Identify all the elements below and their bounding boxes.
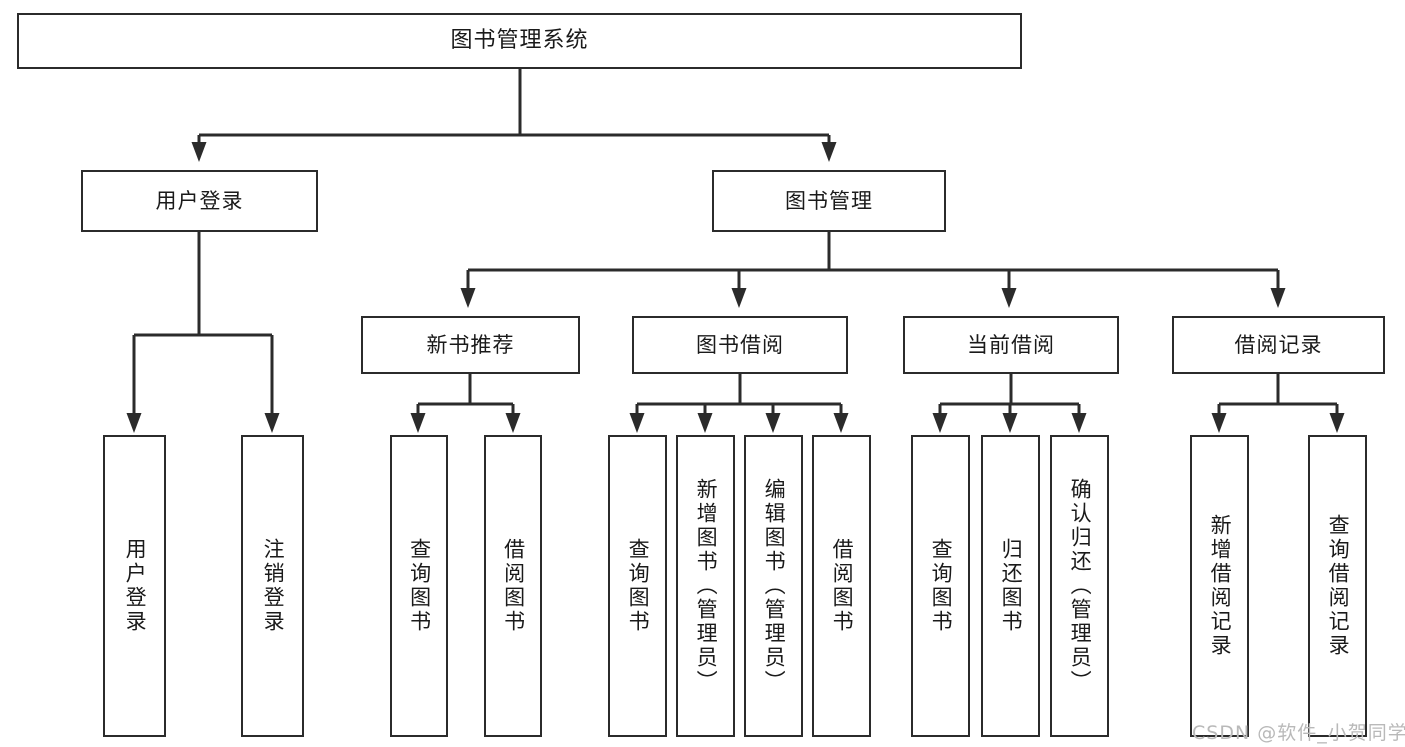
node-leaf-return-book[interactable]: 归还图书 xyxy=(981,435,1040,737)
node-new-book-recommend-label: 新书推荐 xyxy=(426,332,515,357)
node-book-borrow-label: 图书借阅 xyxy=(696,332,784,357)
node-new-book-recommend[interactable]: 新书推荐 xyxy=(361,316,580,374)
node-leaf-query-book-borrow[interactable]: 查询图书 xyxy=(608,435,667,737)
node-leaf-borrow-book[interactable]: 借阅图书 xyxy=(812,435,871,737)
node-leaf-query-book-current[interactable]: 查询图书 xyxy=(911,435,970,737)
node-leaf-query-book-borrow-label: 查询图书 xyxy=(626,538,651,634)
node-root-label: 图书管理系统 xyxy=(450,28,589,54)
node-leaf-user-login[interactable]: 用户登录 xyxy=(103,435,166,737)
node-leaf-add-book-admin[interactable]: 新增图书（管理员） xyxy=(676,435,735,737)
node-leaf-query-book-recommend-label: 查询图书 xyxy=(407,538,432,634)
node-borrow-record-label: 借阅记录 xyxy=(1234,332,1323,357)
node-leaf-add-book-admin-label: 新增图书（管理员） xyxy=(694,478,719,694)
node-user-login-label: 用户登录 xyxy=(155,188,244,213)
node-leaf-logout-login[interactable]: 注销登录 xyxy=(241,435,304,737)
node-leaf-return-book-label: 归还图书 xyxy=(999,538,1024,634)
node-leaf-borrow-book-label: 借阅图书 xyxy=(830,538,855,634)
node-book-management-label: 图书管理 xyxy=(785,188,873,213)
node-leaf-edit-book-admin[interactable]: 编辑图书（管理员） xyxy=(744,435,803,737)
node-borrow-record[interactable]: 借阅记录 xyxy=(1172,316,1385,374)
node-leaf-add-borrow-record-label: 新增借阅记录 xyxy=(1208,514,1233,658)
node-book-management[interactable]: 图书管理 xyxy=(712,170,946,232)
node-leaf-query-book-current-label: 查询图书 xyxy=(929,538,954,634)
node-leaf-user-login-label: 用户登录 xyxy=(123,538,148,634)
node-leaf-add-borrow-record[interactable]: 新增借阅记录 xyxy=(1190,435,1249,737)
node-leaf-logout-login-label: 注销登录 xyxy=(261,538,286,634)
node-leaf-confirm-return-admin-label: 确认归还（管理员） xyxy=(1068,478,1093,694)
node-leaf-borrow-book-recommend-label: 借阅图书 xyxy=(501,538,526,634)
node-current-borrow-label: 当前借阅 xyxy=(967,332,1055,357)
node-book-borrow[interactable]: 图书借阅 xyxy=(632,316,848,374)
node-leaf-borrow-book-recommend[interactable]: 借阅图书 xyxy=(484,435,542,737)
node-current-borrow[interactable]: 当前借阅 xyxy=(903,316,1119,374)
node-leaf-query-borrow-record-label: 查询借阅记录 xyxy=(1326,514,1351,658)
node-leaf-edit-book-admin-label: 编辑图书（管理员） xyxy=(762,478,787,694)
node-leaf-query-book-recommend[interactable]: 查询图书 xyxy=(390,435,448,737)
watermark: CSDN @软件_小贺同学 xyxy=(1192,722,1405,744)
node-user-login[interactable]: 用户登录 xyxy=(81,170,318,232)
node-root[interactable]: 图书管理系统 xyxy=(17,13,1022,69)
node-leaf-query-borrow-record[interactable]: 查询借阅记录 xyxy=(1308,435,1367,737)
node-leaf-confirm-return-admin[interactable]: 确认归还（管理员） xyxy=(1050,435,1109,737)
